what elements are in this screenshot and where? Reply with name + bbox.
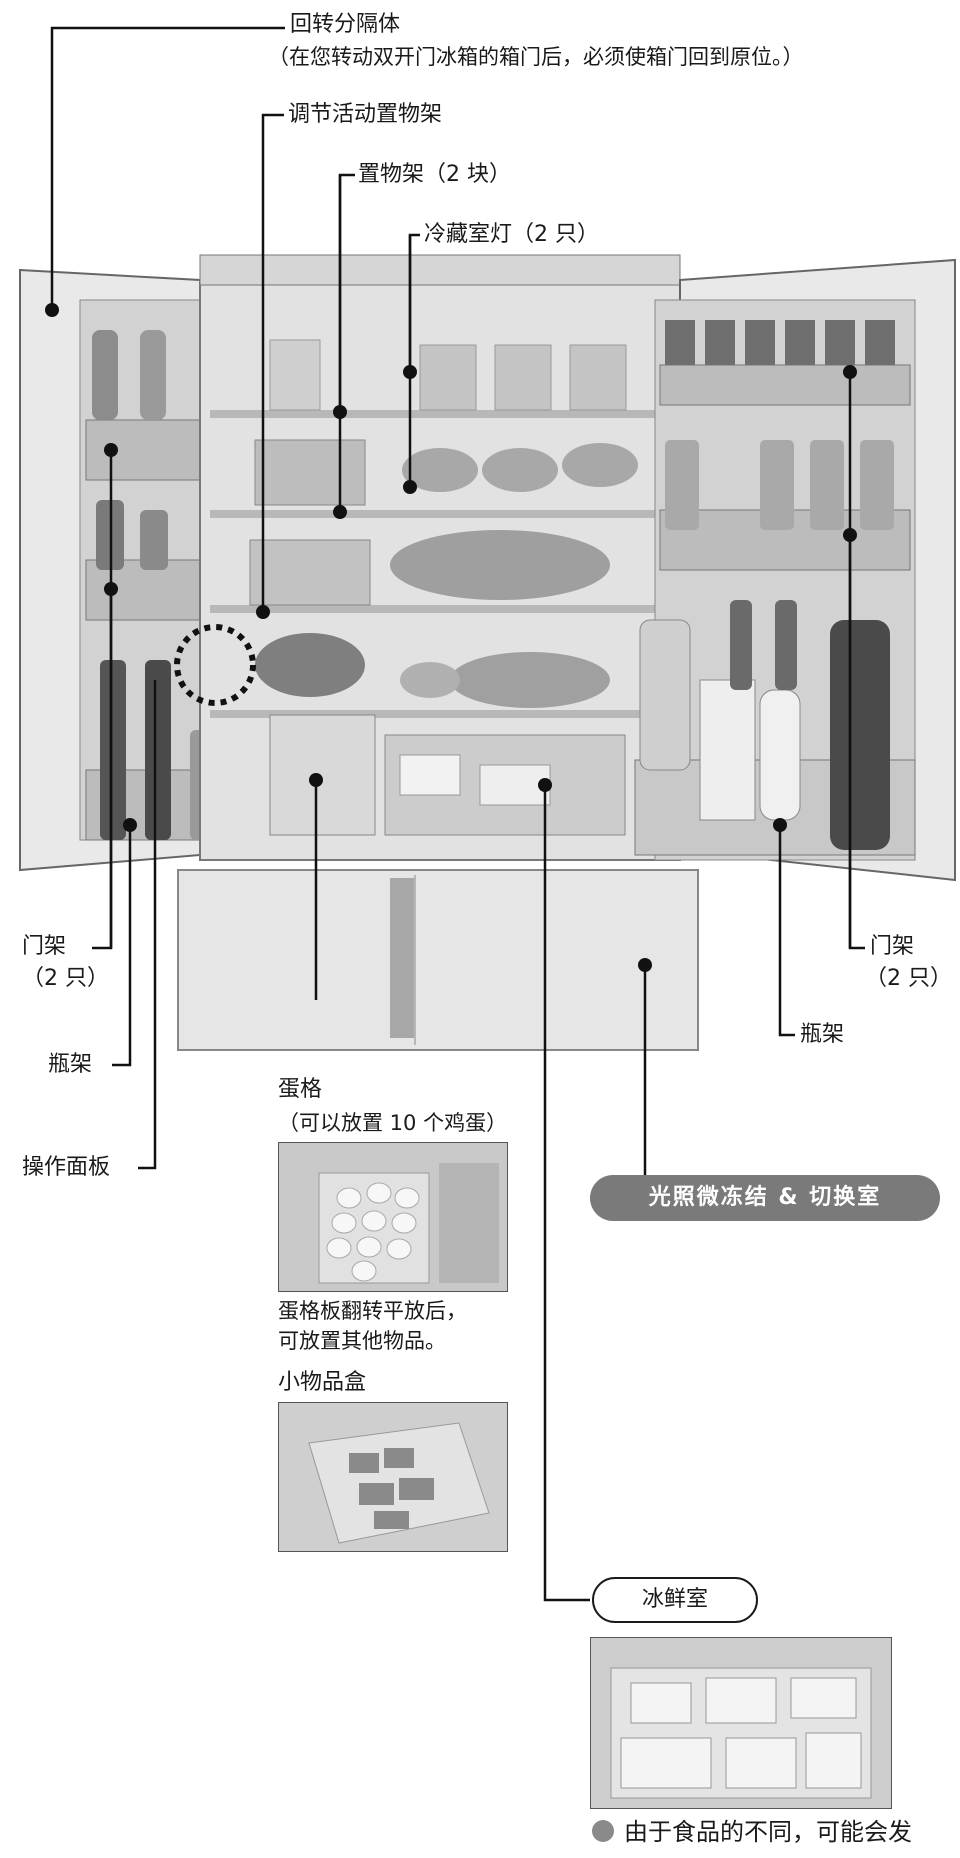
container	[494, 344, 552, 411]
jar	[140, 510, 168, 570]
label-adjustable-shelf: 调节活动置物架	[288, 102, 443, 127]
label-rotating-divider: 回转分隔体	[290, 12, 401, 37]
water-bottle	[639, 619, 691, 771]
bowl	[562, 443, 638, 487]
label-door-rack-right: 门架	[870, 934, 915, 959]
egg-tray-photo	[278, 1142, 508, 1292]
note-line-1: 由于食品的不同，可能会发	[624, 1818, 912, 1846]
jar	[785, 320, 815, 365]
shelf-2	[210, 510, 670, 518]
jar	[665, 320, 695, 365]
egg-tray-box	[269, 714, 376, 836]
meat-plate	[390, 530, 610, 600]
container	[269, 339, 321, 411]
bullet-icon	[592, 1820, 614, 1842]
shelf-4	[210, 710, 670, 718]
can	[665, 440, 699, 530]
chilled-room-photo	[590, 1637, 892, 1809]
bottle	[100, 660, 126, 840]
chilled-room-badge: 冰鲜室	[592, 1577, 758, 1623]
control-panel-marker	[174, 624, 256, 706]
light-freeze-room-badge: 光照微冻结 & 切换室	[590, 1175, 940, 1221]
bottle	[730, 600, 752, 690]
fridge-illustration	[19, 254, 956, 1051]
label-door-rack-left-count: （2 只）	[22, 966, 109, 991]
container	[569, 344, 627, 411]
dish	[450, 652, 610, 708]
label-small-box: 小物品盒	[278, 1370, 367, 1395]
container	[419, 344, 477, 411]
food-box	[254, 439, 366, 506]
can	[860, 440, 894, 530]
lower-drawer	[177, 869, 699, 1051]
milk-carton	[699, 679, 756, 821]
can	[810, 440, 844, 530]
label-fridge-lamp: 冷藏室灯（2 只）	[424, 222, 599, 247]
label-bottle-rack-right: 瓶架	[800, 1022, 845, 1047]
label-bottle-rack-left: 瓶架	[48, 1052, 93, 1077]
label-door-rack-left: 门架	[22, 934, 67, 959]
salad-bowl	[255, 633, 365, 697]
label-door-rack-right-count: （2 只）	[865, 966, 952, 991]
bottle	[140, 330, 166, 420]
label-shelves: 置物架（2 块）	[358, 162, 511, 187]
label-rotating-divider-note: （在您转动双开门冰箱的箱门后，必须使箱门回到原位。）	[268, 45, 804, 69]
egg-caption-2: 可放置其他物品。	[278, 1329, 446, 1353]
shelf-1	[210, 410, 670, 418]
small-box-image	[279, 1403, 507, 1551]
shelf-3	[210, 605, 670, 613]
jar	[745, 320, 775, 365]
jar	[825, 320, 855, 365]
tea-bottle	[830, 620, 890, 850]
package	[399, 754, 461, 796]
label-control-panel: 操作面板	[22, 1155, 111, 1180]
drawer-handle	[390, 878, 414, 1038]
bottle	[145, 660, 171, 840]
jar	[705, 320, 735, 365]
bowl	[402, 448, 478, 492]
fridge-top	[199, 254, 681, 286]
right-rack-1	[659, 364, 911, 406]
can	[760, 440, 794, 530]
small-box-photo	[278, 1402, 508, 1552]
label-egg-tray-note: （可以放置 10 个鸡蛋）	[278, 1111, 508, 1135]
bottle	[775, 600, 797, 690]
egg-tray-image	[279, 1143, 507, 1291]
jar	[865, 320, 895, 365]
egg-caption-1: 蛋格板翻转平放后，	[278, 1299, 467, 1323]
bottle	[92, 330, 118, 420]
label-egg-tray: 蛋格	[278, 1077, 323, 1102]
note-paragraph: 由于食品的不同，可能会发	[592, 1812, 952, 1852]
chilled-room-image	[591, 1638, 891, 1808]
cup	[400, 662, 460, 698]
left-rack-1	[85, 419, 217, 481]
bowl	[482, 448, 558, 492]
jar-set	[249, 539, 371, 606]
